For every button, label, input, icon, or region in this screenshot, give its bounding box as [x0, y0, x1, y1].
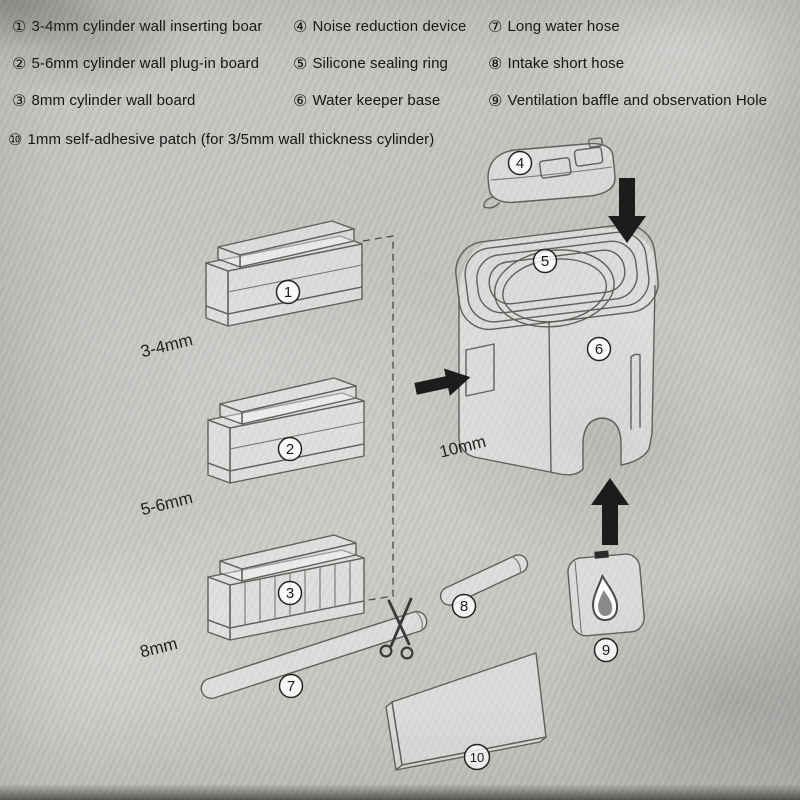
legend-item-10: ⑩ 1mm self-adhesive patch (for 3/5mm wal…	[8, 130, 434, 149]
svg-text:5: 5	[541, 253, 549, 270]
circled-number-10: ⑩	[8, 130, 23, 149]
svg-text:8: 8	[460, 598, 468, 615]
legend-item-4: ④ Noise reduction device	[293, 17, 466, 36]
callout-4: 4	[507, 150, 533, 176]
circled-number-2: ②	[12, 54, 27, 73]
legend-item-9: ⑨ Ventilation baffle and observation Hol…	[488, 91, 767, 110]
arrow-down-icon	[608, 178, 646, 243]
baffle-slot	[594, 550, 609, 559]
callout-9: 9	[593, 637, 619, 663]
legend-label-5: Silicone sealing ring	[312, 55, 448, 72]
side-slot	[630, 353, 641, 430]
circled-number-1: ①	[12, 17, 27, 36]
board-1	[205, 220, 363, 327]
ventilation-baffle	[567, 550, 645, 637]
circled-number-7: ⑦	[488, 17, 503, 36]
legend-label-9: Ventilation baffle and observation Hole	[507, 92, 768, 109]
legend-item-7: ⑦ Long water hose	[488, 17, 620, 36]
arrow-right-icon	[414, 368, 471, 396]
legend-label-2: 5-6mm cylinder wall plug-in board	[31, 55, 260, 72]
intake-short-hose	[439, 554, 529, 606]
water-keeper-base	[455, 223, 659, 476]
scissors-icon	[379, 597, 414, 660]
board-2	[207, 377, 365, 484]
svg-text:3: 3	[286, 585, 294, 602]
legend-item-3: ③ 8mm cylinder wall board	[12, 91, 195, 110]
callout-2: 2	[277, 436, 303, 462]
callout-10: 10	[463, 743, 491, 771]
circled-number-9: ⑨	[488, 91, 503, 110]
callout-8: 8	[451, 593, 477, 619]
svg-text:1: 1	[284, 284, 292, 301]
circled-number-4: ④	[293, 17, 308, 36]
circled-number-8: ⑧	[488, 54, 503, 73]
svg-text:2: 2	[286, 441, 294, 458]
legend-item-2: ② 5-6mm cylinder wall plug-in board	[12, 54, 259, 73]
callout-7: 7	[278, 673, 304, 699]
circled-number-5: ⑤	[293, 54, 308, 73]
legend-label-4: Noise reduction device	[312, 18, 467, 35]
svg-text:10: 10	[470, 750, 484, 765]
svg-text:6: 6	[595, 341, 603, 358]
legend-item-6: ⑥ Water keeper base	[293, 91, 440, 110]
legend-label-10: 1mm self-adhesive patch (for 3/5mm wall …	[27, 131, 435, 148]
svg-text:7: 7	[287, 678, 295, 695]
long-water-hose	[200, 610, 428, 700]
callout-3: 3	[277, 580, 303, 606]
legend-label-6: Water keeper base	[312, 92, 441, 109]
legend-item-5: ⑤ Silicone sealing ring	[293, 54, 448, 73]
legend-item-8: ⑧ Intake short hose	[488, 54, 624, 73]
dashed-guide-line	[362, 235, 394, 602]
legend-label-1: 3-4mm cylinder wall inserting boar	[31, 18, 263, 35]
legend-item-1: ① 3-4mm cylinder wall inserting boar	[12, 17, 262, 36]
svg-text:9: 9	[602, 642, 610, 659]
callout-5: 5	[532, 248, 558, 274]
circled-number-6: ⑥	[293, 91, 308, 110]
svg-text:4: 4	[516, 155, 524, 172]
circled-number-3: ③	[12, 91, 27, 110]
callout-6: 6	[586, 336, 612, 362]
arrow-up-icon	[591, 478, 629, 545]
callout-1: 1	[275, 279, 301, 305]
legend-label-7: Long water hose	[507, 18, 620, 35]
legend-label-8: Intake short hose	[507, 55, 625, 72]
legend-label-3: 8mm cylinder wall board	[31, 92, 196, 109]
